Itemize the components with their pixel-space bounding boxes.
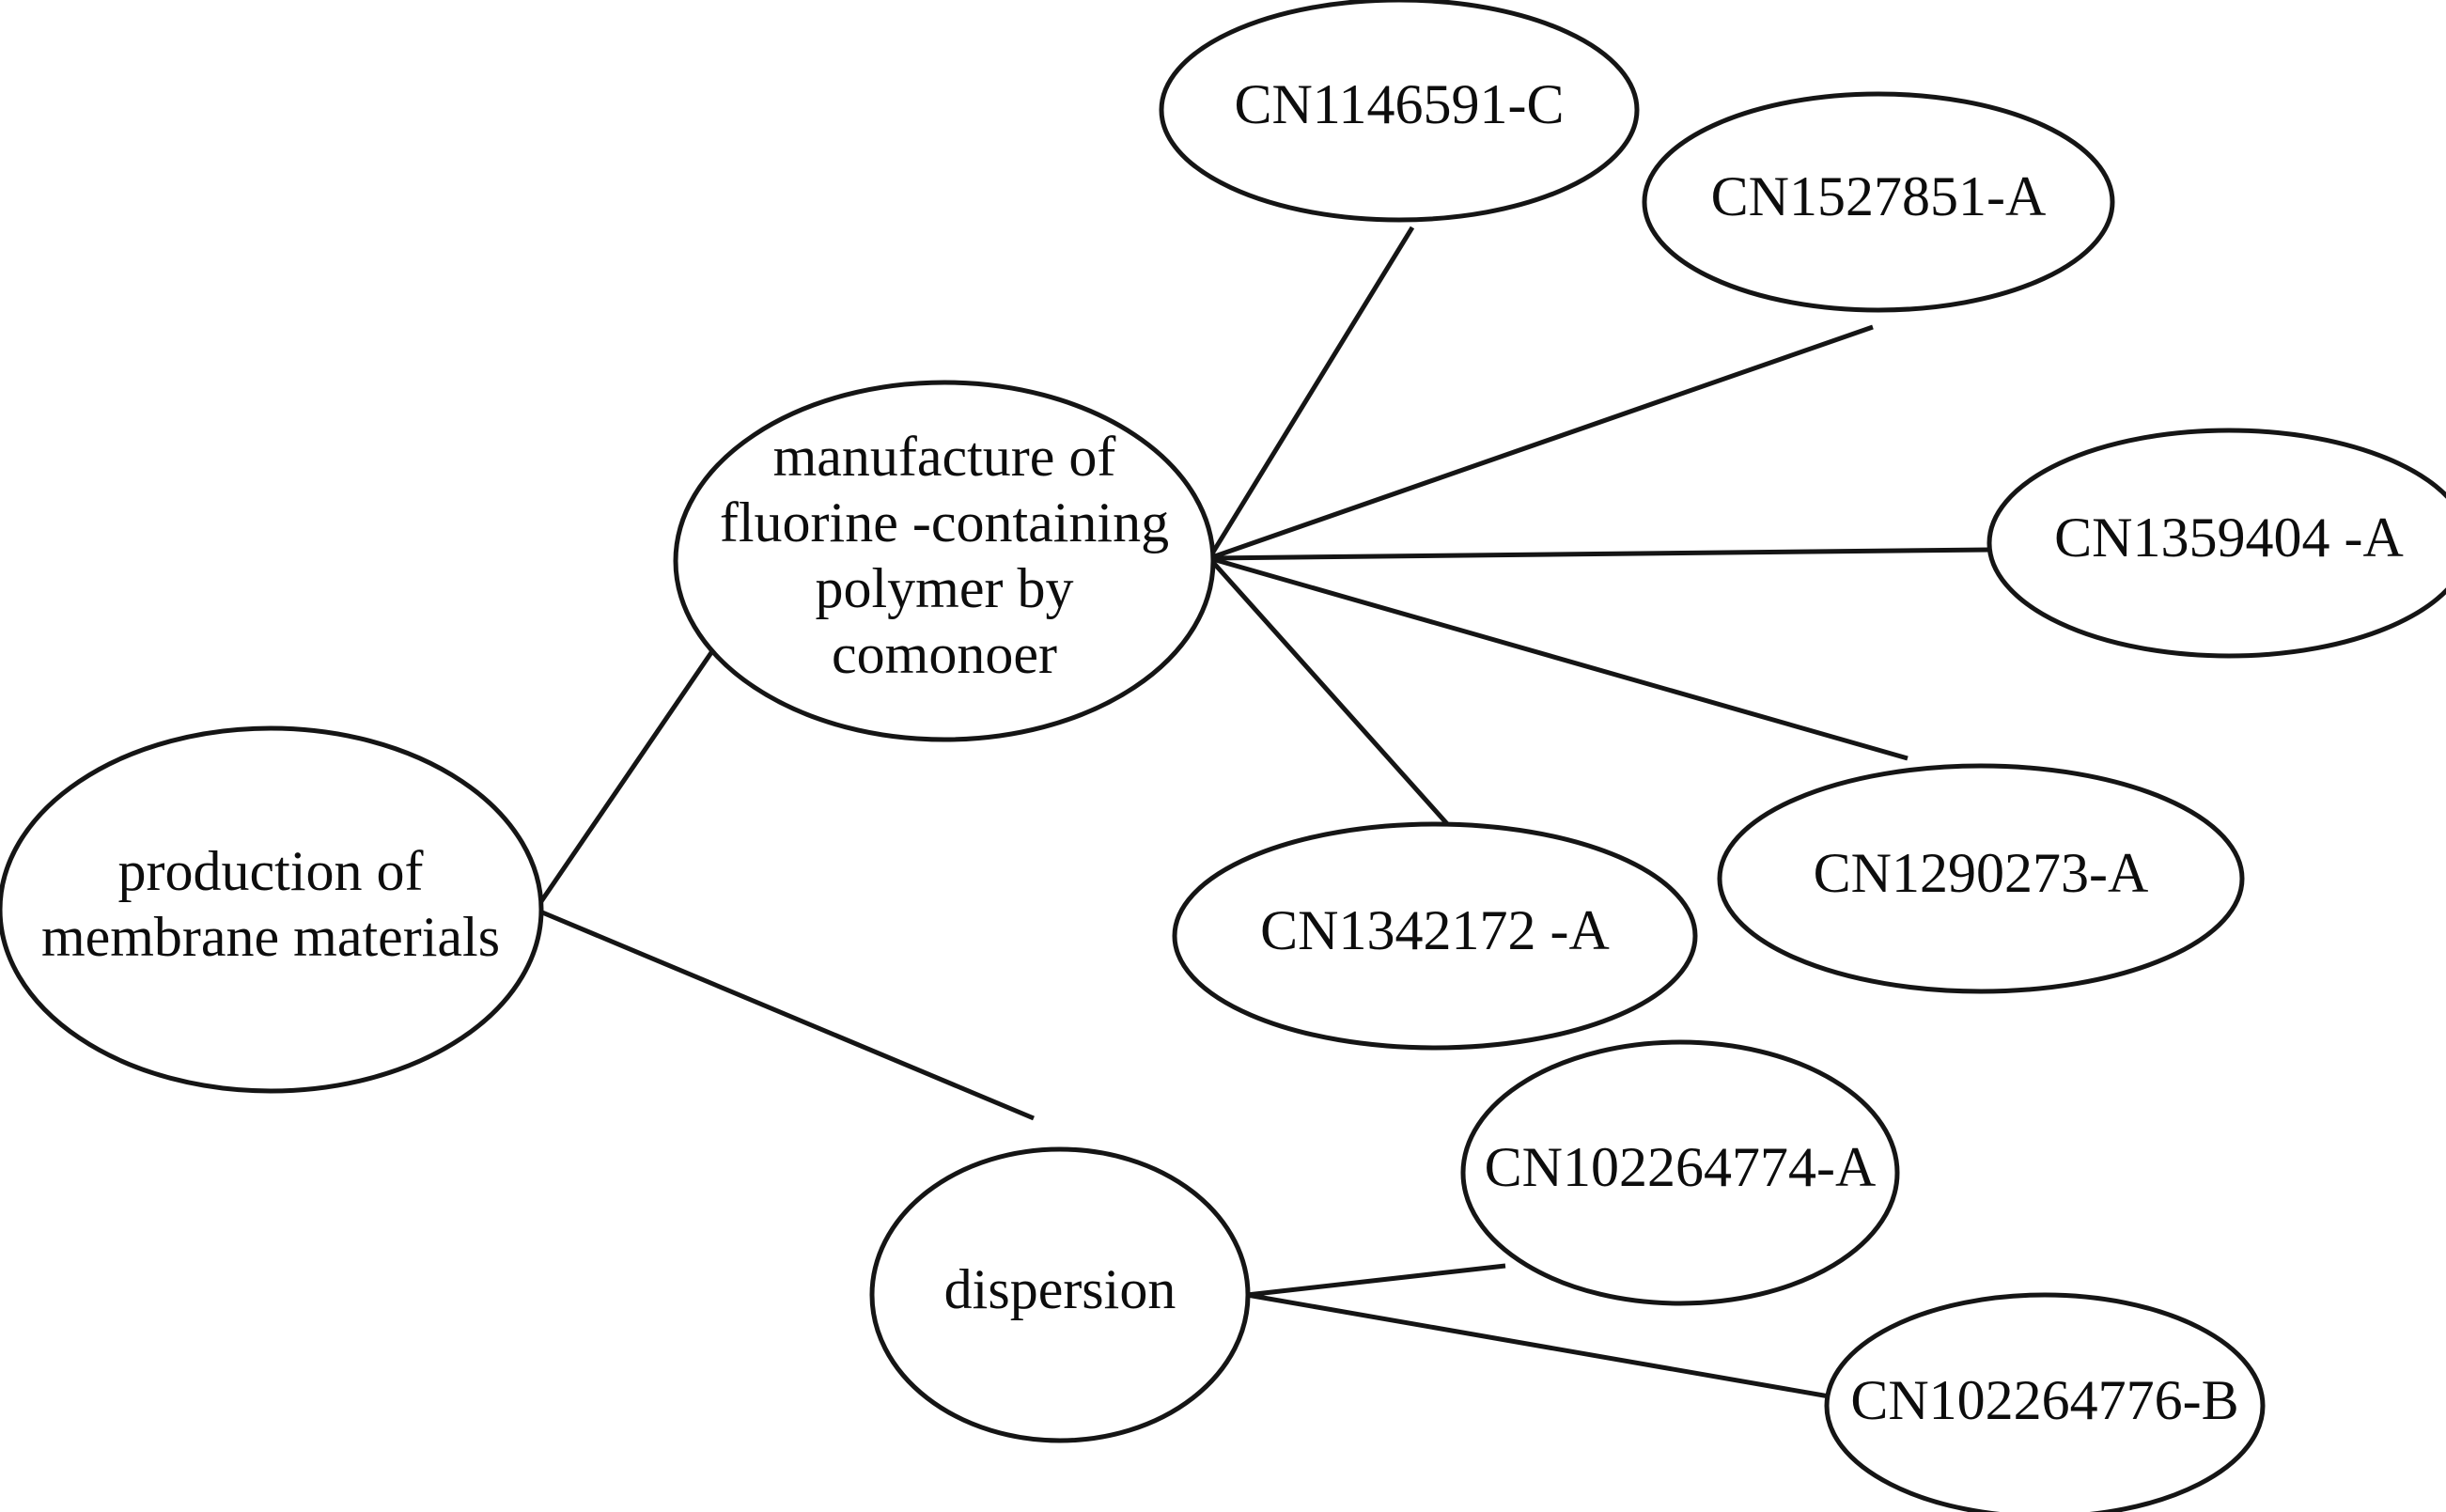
node-ellipse-cn102264776b[interactable] xyxy=(1824,1292,2266,1512)
node-cn1359404a[interactable]: CN1359404 -A xyxy=(1986,428,2446,659)
edge-manufacture-cn1527851a xyxy=(1208,324,1874,561)
node-label-manufacture: fluorine -containing xyxy=(720,491,1169,553)
node-ellipse-manufacture[interactable] xyxy=(673,380,1216,742)
node-label-cn102264774a: CN102264774-A xyxy=(1485,1136,1877,1198)
edge-production-dispersion xyxy=(535,907,1035,1121)
edge-manufacture-cn1342172a xyxy=(1207,556,1452,829)
node-label-manufacture: comonoer xyxy=(832,623,1057,685)
node-cn1527851a[interactable]: CN1527851-A xyxy=(1642,91,2115,313)
node-ellipse-cn1527851a[interactable] xyxy=(1642,91,2115,313)
node-label-cn1359404a: CN1359404 -A xyxy=(2054,507,2404,569)
node-ellipse-cn1342172a[interactable] xyxy=(1172,821,1698,1051)
node-ellipse-production[interactable] xyxy=(0,725,544,1094)
node-label-cn1290273a: CN1290273-A xyxy=(1814,842,2149,904)
node-label-manufacture: manufacture of xyxy=(773,426,1116,488)
edges-layer xyxy=(533,226,1991,1401)
node-label-cn102264776b: CN102264776-B xyxy=(1850,1369,2238,1431)
node-label-manufacture: polymer by xyxy=(816,557,1074,619)
node-cn102264774a[interactable]: CN102264774-A xyxy=(1460,1039,1900,1306)
node-ellipse-cn1146591c[interactable] xyxy=(1159,0,1640,223)
edge-manufacture-cn1290273a xyxy=(1208,555,1909,761)
node-label-production: membrane materials xyxy=(41,906,500,968)
node-label-cn1527851a: CN1527851-A xyxy=(1711,165,2047,227)
node-ellipse-dispersion[interactable] xyxy=(869,1146,1251,1443)
node-cn102264776b[interactable]: CN102264776-B xyxy=(1824,1292,2266,1512)
node-dispersion[interactable]: dispersion xyxy=(869,1146,1251,1443)
node-ellipse-cn1359404a[interactable] xyxy=(1986,428,2446,659)
node-ellipse-cn1290273a[interactable] xyxy=(1717,763,2245,994)
edge-manufacture-cn1146591c xyxy=(1207,226,1415,560)
node-ellipse-cn102264774a[interactable] xyxy=(1460,1039,1900,1306)
node-cn1146591c[interactable]: CN1146591-C xyxy=(1159,0,1640,223)
edge-production-manufacture xyxy=(533,647,717,912)
node-label-cn1342172a: CN1342172 -A xyxy=(1260,899,1610,961)
node-cn1342172a[interactable]: CN1342172 -A xyxy=(1172,821,1698,1051)
node-label-cn1146591c: CN1146591-C xyxy=(1234,73,1564,135)
edge-dispersion-cn102264774a xyxy=(1246,1263,1506,1298)
edge-manufacture-cn1359404a xyxy=(1208,547,1991,561)
node-cn1290273a[interactable]: CN1290273-A xyxy=(1717,763,2245,994)
node-label-production: production of xyxy=(118,840,424,902)
node-label-dispersion: dispersion xyxy=(944,1258,1176,1320)
edge-dispersion-cn102264776b xyxy=(1246,1292,1841,1401)
